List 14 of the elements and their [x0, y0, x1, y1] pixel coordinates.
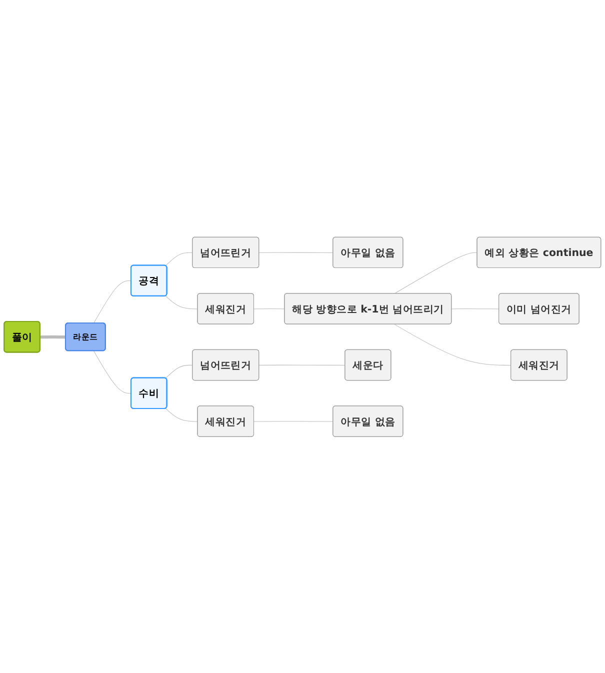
connector	[451, 308, 500, 309]
connector	[165, 364, 193, 378]
connector	[93, 350, 132, 394]
connector	[394, 252, 478, 294]
connector	[93, 280, 132, 324]
connector	[165, 252, 193, 266]
connector	[394, 324, 512, 366]
connector	[258, 252, 334, 253]
connector	[254, 420, 334, 422]
connector	[258, 364, 346, 366]
connector	[165, 295, 198, 309]
connector	[254, 308, 285, 309]
connector	[40, 335, 66, 338]
connector	[165, 408, 198, 422]
